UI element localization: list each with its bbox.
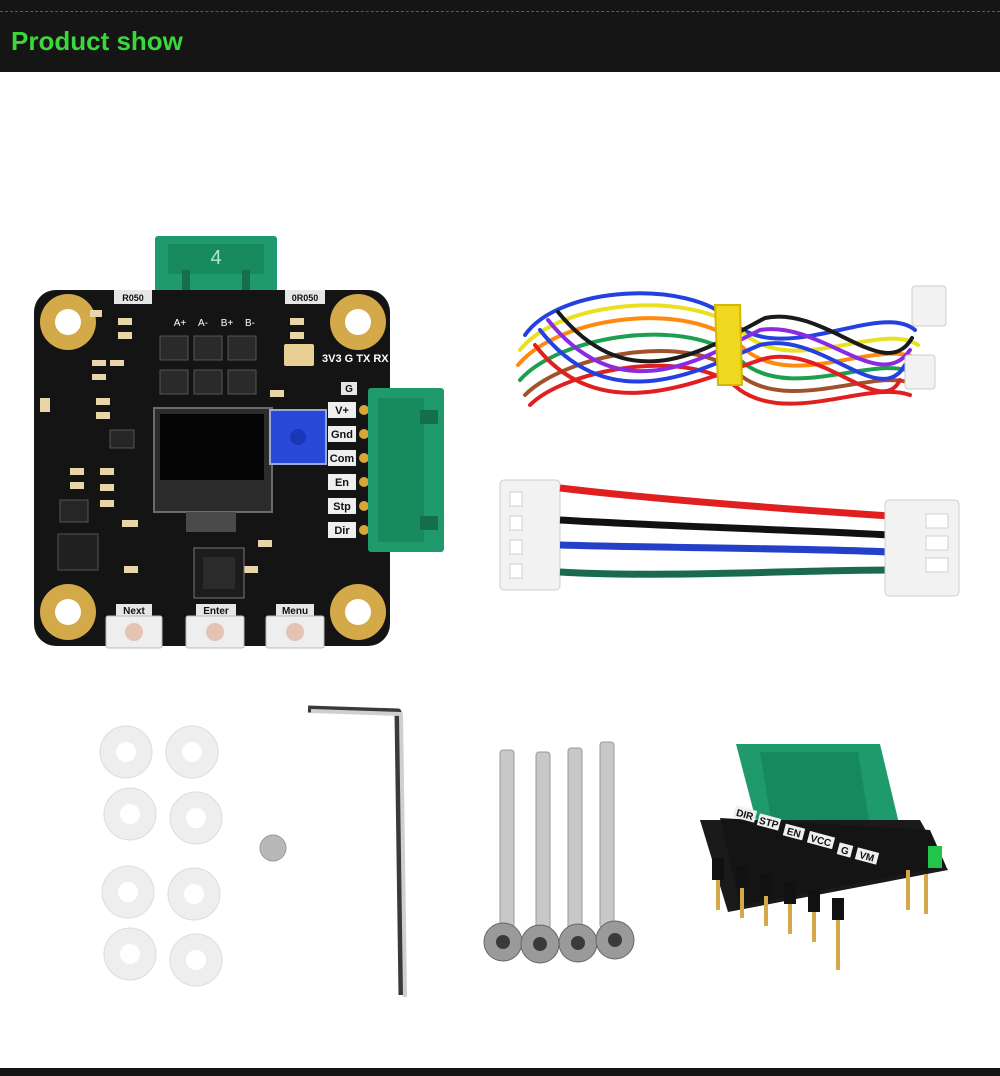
four-wire-cable bbox=[499, 479, 960, 597]
pin-label: EN bbox=[785, 826, 801, 840]
pin-label: VM bbox=[858, 850, 875, 865]
capacitor bbox=[284, 344, 314, 366]
pin-label: G bbox=[839, 845, 850, 858]
pin-label: V+ bbox=[335, 405, 349, 417]
magnet bbox=[259, 834, 287, 862]
mount-hole bbox=[40, 294, 96, 350]
adapter-board: DIR STP EN VCC G VM bbox=[700, 744, 948, 970]
resistor-label: R050 bbox=[122, 293, 144, 303]
pin-label: Stp bbox=[333, 501, 351, 513]
pin-label: STP bbox=[758, 816, 780, 832]
uart-label: 3V3 G TX RX bbox=[322, 353, 389, 365]
button-label: Next bbox=[123, 606, 145, 617]
pin-label: A+ bbox=[174, 318, 187, 329]
header-bar: Product show bbox=[0, 0, 1000, 72]
button-label: Enter bbox=[203, 606, 229, 617]
pin-label: B+ bbox=[221, 318, 234, 329]
header-divider bbox=[0, 11, 1000, 12]
mount-hole bbox=[40, 584, 96, 640]
coiled-cable bbox=[516, 285, 947, 407]
ground-label: G bbox=[345, 384, 353, 395]
pin-label: VCC bbox=[809, 833, 832, 849]
pin-label: Com bbox=[330, 453, 355, 465]
pin-label: A- bbox=[198, 318, 208, 329]
led bbox=[928, 846, 942, 868]
page-title: Product show bbox=[11, 26, 183, 56]
connector-number: 4 bbox=[210, 247, 221, 269]
mount-hole bbox=[330, 584, 386, 640]
screws bbox=[483, 741, 635, 964]
button-label: Menu bbox=[282, 606, 308, 617]
pin-label: En bbox=[335, 477, 349, 489]
pin-label: B- bbox=[245, 318, 255, 329]
washers bbox=[99, 725, 223, 987]
mount-hole bbox=[330, 294, 386, 350]
resistor-label: 0R050 bbox=[292, 293, 319, 303]
pin-label: Dir bbox=[334, 525, 350, 537]
pin-label: DIR bbox=[735, 808, 755, 823]
product-photo: 4 R050 0R050 A+ A- B+ B- bbox=[0, 72, 1000, 1068]
hex-key bbox=[307, 705, 407, 998]
driver-board: 4 R050 0R050 A+ A- B+ B- bbox=[34, 236, 444, 649]
pin-label: Gnd bbox=[331, 429, 353, 441]
footer-bar bbox=[0, 1068, 1000, 1076]
